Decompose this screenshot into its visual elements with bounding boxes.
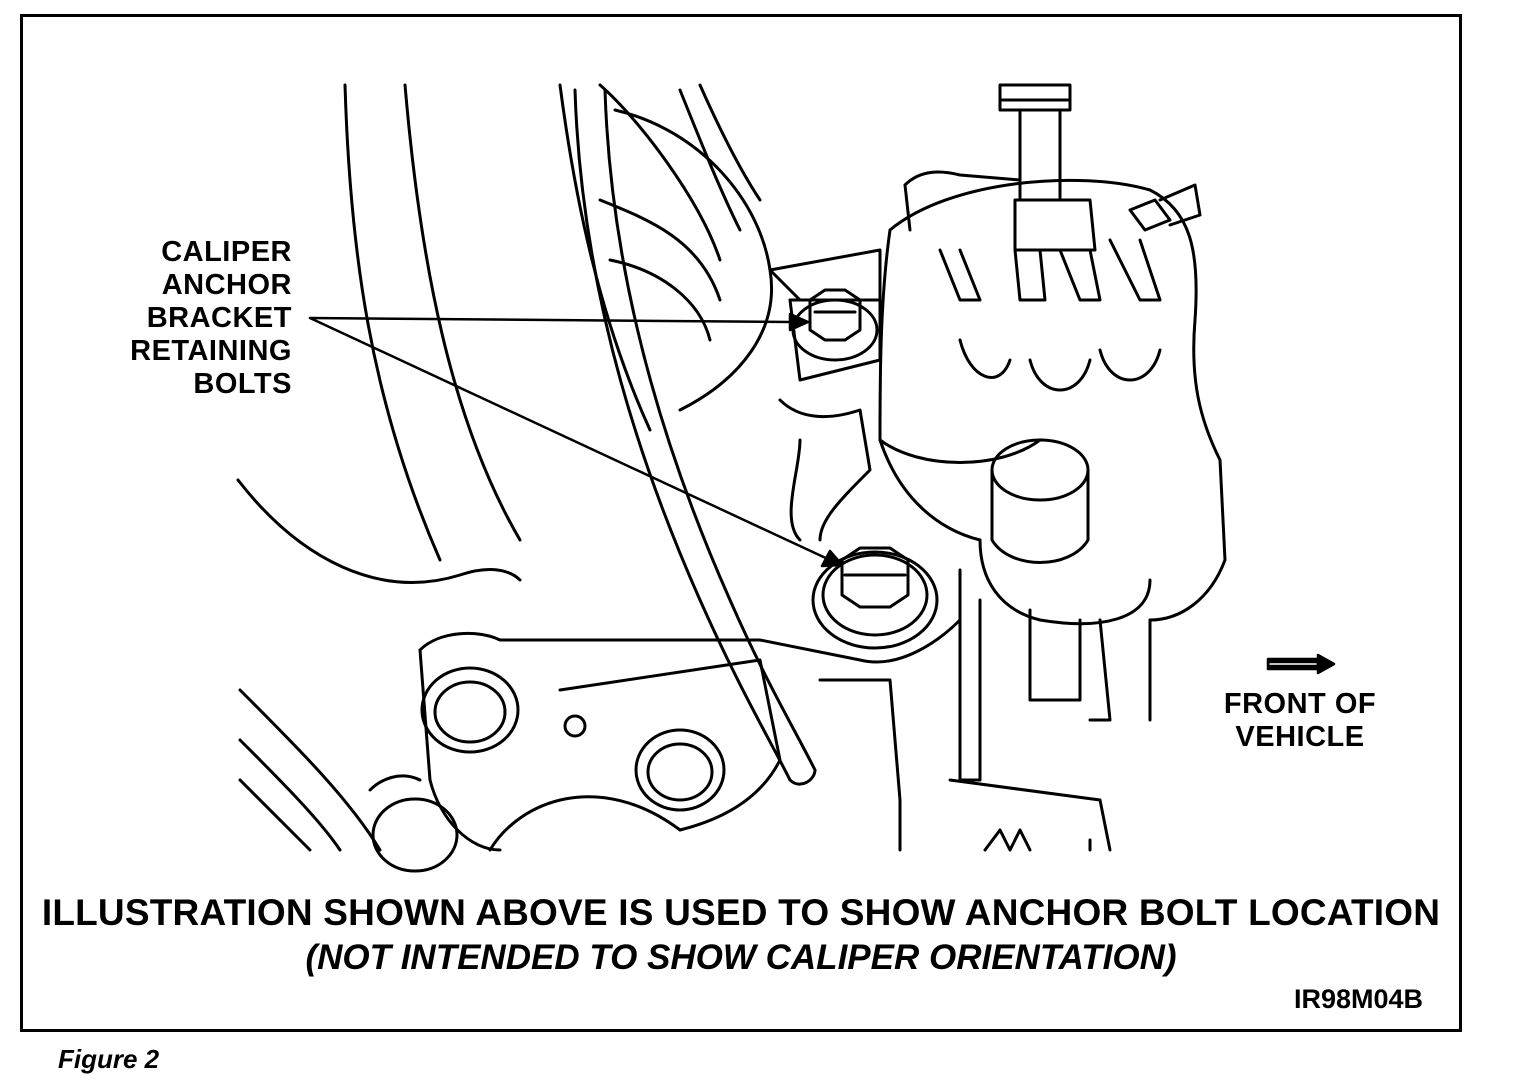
brake-hose [573,88,817,786]
callout-line: BOLTS [193,368,292,400]
bleeder-screw [998,83,1072,202]
lower-anchor-bolt [811,546,939,650]
caption-main: ILLUSTRATION SHOWN ABOVE IS USED TO SHOW… [41,892,1441,933]
callout-line: FRONT OF [1223,688,1377,720]
knuckle-bores [371,666,726,873]
callout-line: BRACKET [146,302,292,334]
callout-leader-lines [308,312,844,568]
figure-label: Figure 2 [58,1044,160,1074]
callout-line: RETAINING [130,335,292,367]
callout-line: VEHICLE [1235,721,1365,753]
caption-note: (NOT INTENDED TO SHOW CALIPER ORIENTATIO… [305,938,1177,977]
caliper-body [878,170,1227,852]
callout-line: CALIPER [161,236,292,268]
figure-frame [20,14,1462,1032]
knuckle-background-lines [236,83,773,852]
anchor-bolts-callout: CALIPER ANCHOR BRACKET RETAINING BOLTS [100,236,292,401]
guide-pin-boot [978,438,1152,626]
callout-line: ANCHOR [161,269,292,301]
front-of-vehicle-callout: FRONT OF VEHICLE [1205,688,1395,754]
upper-anchor-bolt [791,288,879,362]
front-of-vehicle-arrow-icon [1266,653,1336,675]
illustration-code: IR98M04B [1293,984,1423,1014]
